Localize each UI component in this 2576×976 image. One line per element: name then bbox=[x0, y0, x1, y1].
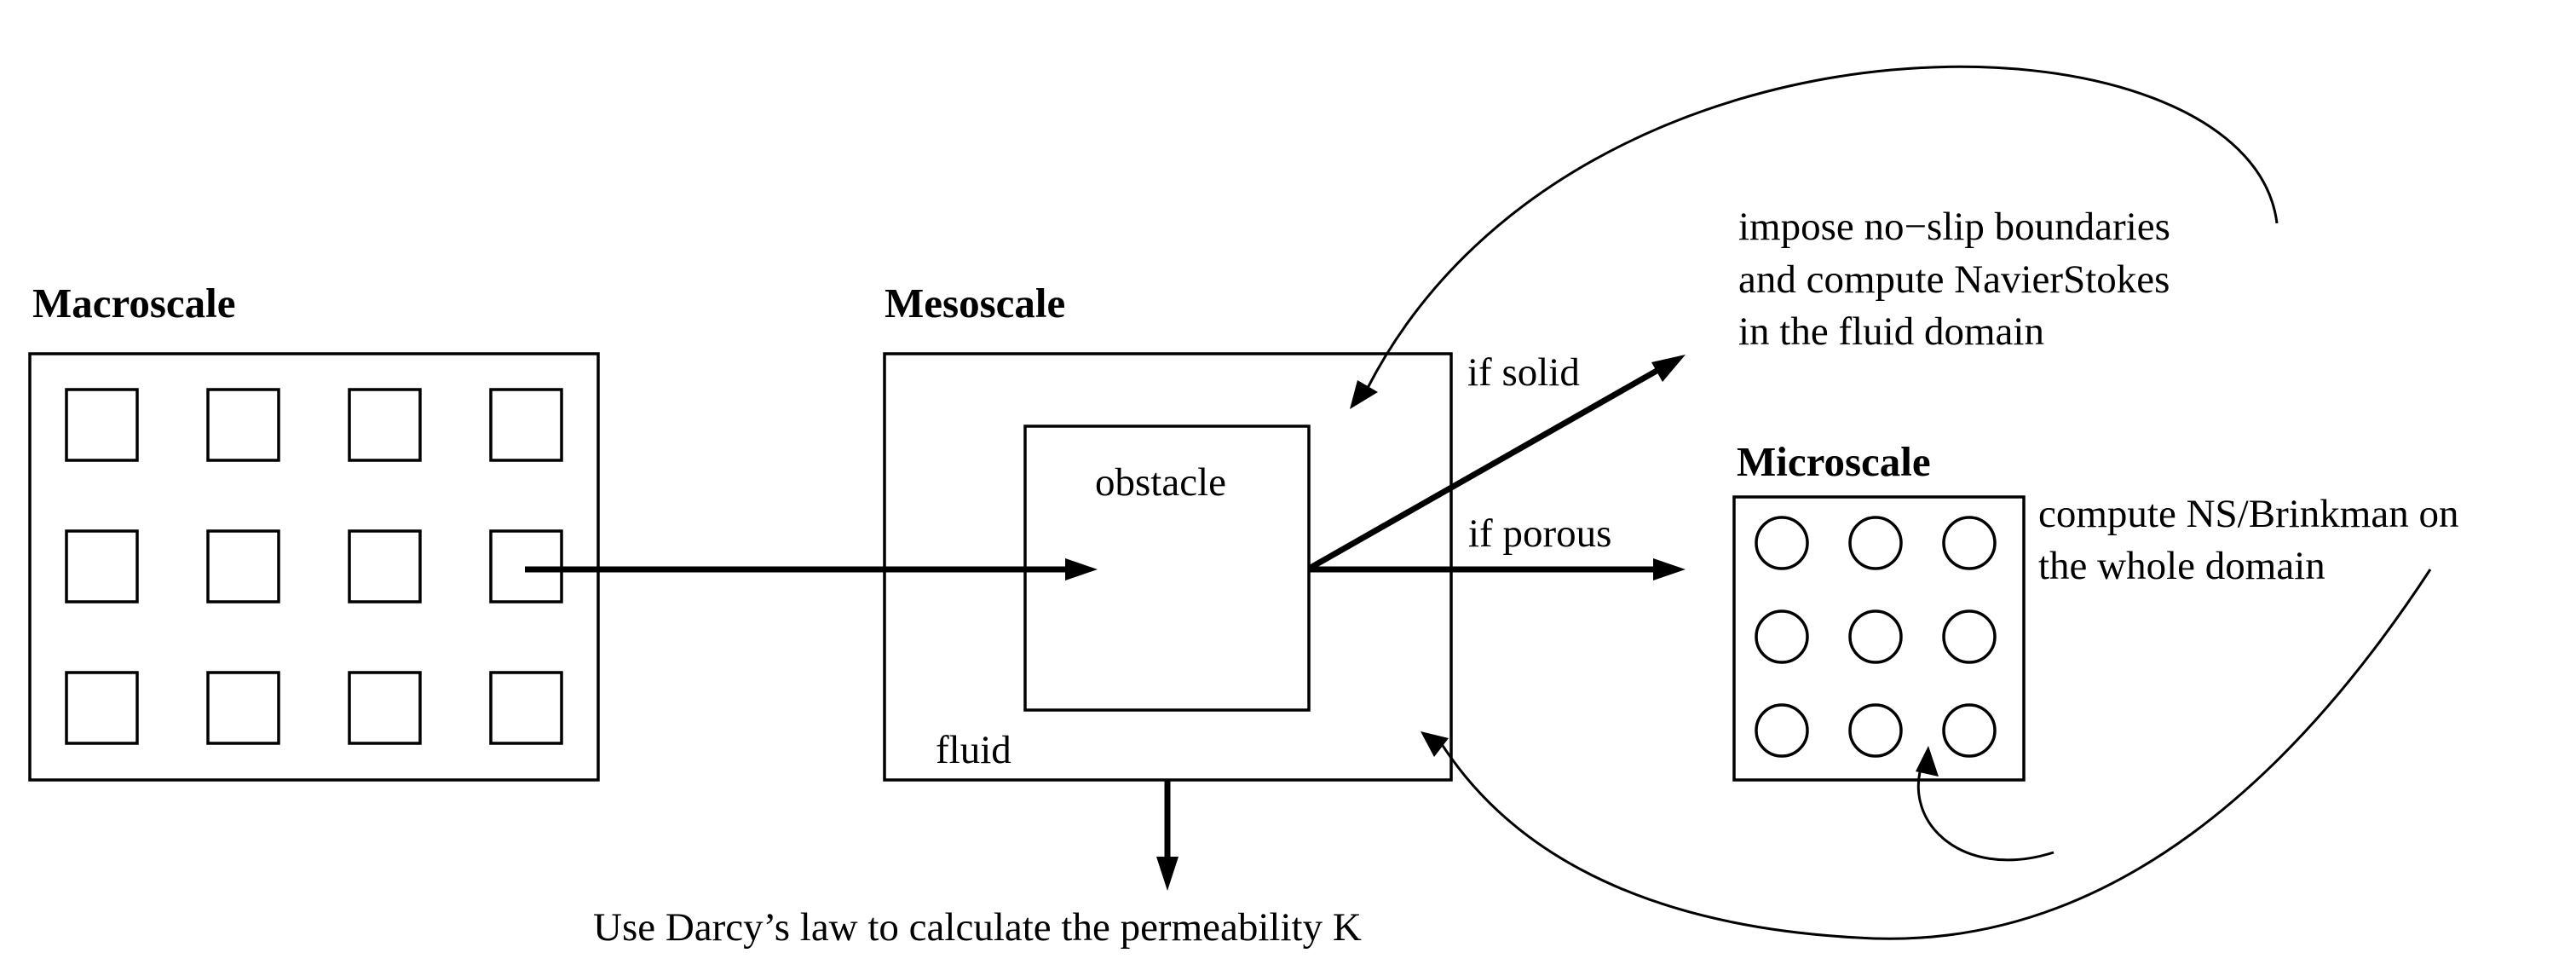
obstacle-label: obstacle bbox=[1095, 460, 1226, 505]
microscale-pore-circle bbox=[1848, 516, 1903, 570]
macroscale-cell bbox=[65, 529, 139, 604]
macroscale-cell bbox=[348, 671, 422, 745]
if-solid-arrow bbox=[1307, 355, 1686, 572]
if-porous-arrow bbox=[1309, 558, 1686, 580]
microscale-panel: Microscale bbox=[1732, 438, 2026, 782]
microscale-pore-circle bbox=[1755, 516, 1809, 570]
solid-note-line-3: in the fluid domain bbox=[1738, 309, 2044, 354]
macroscale-cell bbox=[489, 388, 563, 462]
macroscale-panel: Macroscale bbox=[28, 280, 600, 782]
darcy-arrow bbox=[1156, 780, 1179, 891]
macroscale-cell bbox=[489, 671, 563, 745]
microscale-title: Microscale bbox=[1737, 438, 1931, 485]
if-solid-label: if solid bbox=[1467, 350, 1580, 395]
porous-note-line-2: the whole domain bbox=[2038, 544, 2325, 588]
macro-to-meso-arrow bbox=[525, 558, 1098, 580]
solid-note-line-1: impose no−slip boundaries bbox=[1738, 205, 2170, 249]
microscale-pore-circle bbox=[1942, 609, 1997, 664]
macroscale-cell bbox=[206, 671, 280, 745]
solid-feedback-curve bbox=[1350, 65, 2279, 409]
mesoscale-panel: Mesoscale obstacle fluid bbox=[883, 280, 1453, 782]
macroscale-box bbox=[28, 352, 600, 782]
microscale-curl-arrow bbox=[1916, 746, 2054, 862]
macroscale-cell bbox=[206, 529, 280, 604]
darcy-label: Use Darcy’s law to calculate the permeab… bbox=[593, 905, 1362, 950]
porous-note-line-1: compute NS/Brinkman on bbox=[2038, 492, 2458, 536]
macroscale-cell bbox=[206, 388, 280, 462]
macroscale-title: Macroscale bbox=[32, 280, 236, 326]
microscale-pore-circle bbox=[1848, 703, 1903, 758]
macroscale-cell bbox=[65, 671, 139, 745]
macroscale-cell-grid bbox=[65, 388, 563, 745]
macroscale-cell bbox=[348, 529, 422, 604]
microscale-circle-grid bbox=[1755, 516, 1997, 758]
solid-note-line-2: and compute NavierStokes bbox=[1738, 257, 2170, 302]
microscale-pore-circle bbox=[1848, 609, 1903, 664]
fluid-label: fluid bbox=[936, 728, 1011, 772]
if-porous-label: if porous bbox=[1468, 511, 1611, 556]
porous-note: compute NS/Brinkman on the whole domain bbox=[2038, 492, 2458, 588]
mesoscale-title: Mesoscale bbox=[885, 280, 1065, 326]
macroscale-cell bbox=[65, 388, 139, 462]
microscale-pore-circle bbox=[1942, 703, 1997, 758]
microscale-pore-circle bbox=[1942, 516, 1997, 570]
microscale-box bbox=[1732, 495, 2026, 782]
microscale-pore-circle bbox=[1755, 703, 1809, 758]
microscale-pore-circle bbox=[1755, 609, 1809, 664]
solid-note: impose no−slip boundaries and compute Na… bbox=[1738, 205, 2170, 354]
porous-feedback-curve bbox=[1421, 569, 2432, 940]
macroscale-cell bbox=[348, 388, 422, 462]
